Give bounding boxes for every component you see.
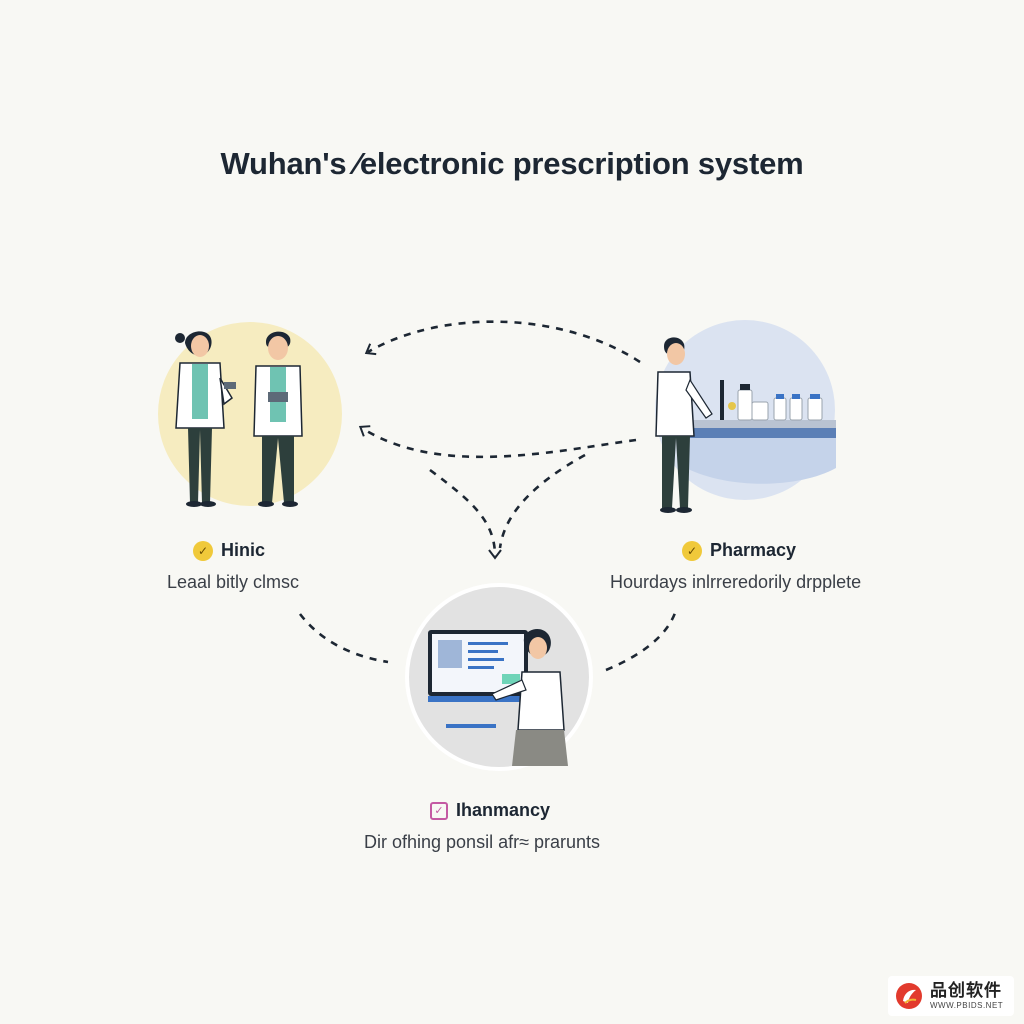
watermark-cn: 品创软件 xyxy=(930,981,1002,1000)
doctors-illustration xyxy=(158,322,342,507)
clinic-title: Hinic xyxy=(221,540,266,560)
arrow-to-platform xyxy=(429,468,502,560)
computer-user-illustration xyxy=(405,583,593,771)
arrow-pharmacy-to-clinic-top xyxy=(364,320,641,364)
clinic-title-row: ✓ Hinic xyxy=(193,540,265,561)
arrow-pharmacy-to-clinic-middle xyxy=(358,425,637,459)
arrow-pharmacy-down xyxy=(498,453,586,549)
platform-title-row: ✓ Ihanmancy xyxy=(430,800,550,821)
platform-description: Dir ofhing ponsil afr≈ prarunts xyxy=(364,832,600,852)
check-icon: ✓ xyxy=(193,540,213,561)
pharmacist-illustration xyxy=(655,320,836,513)
logo-icon xyxy=(896,983,922,1009)
watermark-en: WWW.PBIDS.NET xyxy=(930,1001,1004,1010)
platform-title: Ihanmancy xyxy=(456,800,551,820)
pharmacy-title: Pharmacy xyxy=(710,540,797,560)
doctor-left xyxy=(175,331,236,507)
pharmacy-title-row: ✓ Pharmacy xyxy=(682,540,796,561)
arrow-platform-to-pharmacy xyxy=(605,609,678,672)
prescription-icon: ✓ xyxy=(430,801,448,820)
clinic-description: Leaal bitly clmsc xyxy=(167,572,300,592)
arrow-clinic-to-platform xyxy=(298,613,389,664)
doctor-right xyxy=(253,331,303,507)
page-title: Wuhan's ⁄electronic prescription system xyxy=(220,146,804,181)
pharmacy-description: Hourdays inlrreredorily drpplete xyxy=(610,572,862,592)
watermark: 品创软件 WWW.PBIDS.NET xyxy=(888,976,1014,1016)
check-icon: ✓ xyxy=(682,540,702,561)
